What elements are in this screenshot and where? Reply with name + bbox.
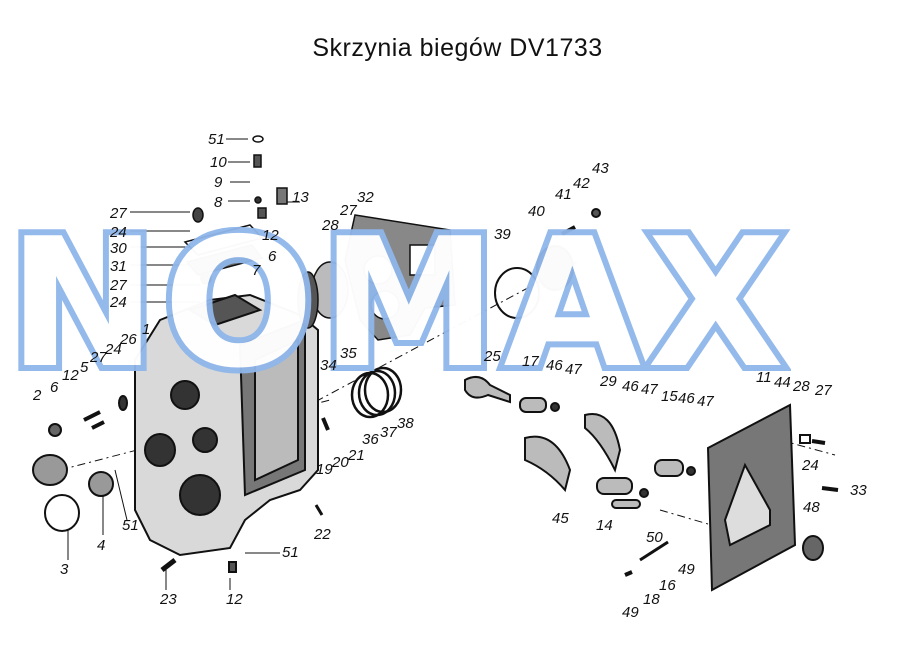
top-gasket (185, 244, 264, 276)
part-label: 48 (803, 499, 820, 516)
part-label: 17 (522, 353, 539, 370)
part-label: 3 (60, 561, 69, 578)
part-label: 51 (282, 544, 299, 561)
part-label: 22 (314, 526, 331, 543)
diagram-title: Skrzynia biegów DV1733 (312, 34, 603, 62)
part-label: 21 (348, 447, 365, 464)
part-label: 46 (546, 357, 563, 374)
part-label: 8 (214, 194, 223, 211)
bearing-cap (536, 245, 574, 291)
bearing-48 (802, 535, 824, 561)
part-label: 40 (528, 203, 545, 220)
part-label: 26 (120, 331, 137, 348)
part-label: 31 (110, 258, 127, 275)
part-label: 12 (262, 227, 279, 244)
part-label: 27 (340, 202, 357, 219)
part-label: 24 (110, 294, 127, 311)
part-label: 12 (226, 591, 243, 608)
part-label: 49 (678, 561, 695, 578)
part-label: 47 (641, 381, 658, 398)
part-label: 5 (80, 359, 89, 376)
part-label: 27 (815, 382, 832, 399)
part-label: 24 (110, 224, 127, 241)
part-label: 20 (332, 454, 349, 471)
part-label: 27 (110, 277, 127, 294)
flange-seal (297, 271, 319, 329)
part-label: 43 (592, 160, 609, 177)
part-label: 18 (643, 591, 660, 608)
part-label: 38 (397, 415, 414, 432)
part-label: 6 (50, 379, 59, 396)
top-cover (183, 224, 264, 256)
axis-line (299, 259, 581, 411)
part-label: 7 (252, 262, 261, 279)
part-label: 9 (214, 174, 223, 191)
part-label: 6 (268, 248, 277, 265)
part-label: 47 (697, 393, 714, 410)
part-label: 45 (552, 510, 569, 527)
part-label: 1 (142, 321, 151, 338)
part-label: 11 (756, 369, 772, 386)
part-label: 39 (494, 226, 511, 243)
part-label: 51 (208, 131, 225, 148)
watermark-fill: NOMAX (8, 200, 791, 407)
part-label: 42 (573, 175, 590, 192)
part-label: 32 (357, 189, 374, 206)
part-label: 33 (850, 482, 867, 499)
part-label: 46 (622, 378, 639, 395)
part-label: 50 (646, 529, 663, 546)
part-label: 13 (292, 189, 309, 206)
part-label: 2 (33, 387, 42, 404)
part-label: 14 (596, 517, 613, 534)
axis-line (659, 509, 781, 546)
part-label: 24 (802, 457, 819, 474)
part-label: 37 (380, 424, 397, 441)
part-label: 51 (122, 517, 139, 534)
part-label: 25 (484, 348, 501, 365)
part-label: 4 (97, 537, 106, 554)
part-label: 41 (555, 186, 572, 203)
part-label: 28 (322, 217, 339, 234)
part-label: 15 (661, 388, 678, 405)
part-label: 23 (160, 591, 177, 608)
part-label: 30 (110, 240, 127, 257)
part-label: 34 (320, 357, 337, 374)
shift-forks (464, 375, 696, 509)
part-label: 24 (105, 341, 122, 358)
part-label: 27 (90, 349, 107, 366)
side-cover (706, 403, 839, 592)
part-label: 47 (565, 361, 582, 378)
o-rings (350, 267, 540, 419)
part-label: 36 (362, 431, 379, 448)
part-label: 28 (793, 378, 810, 395)
part-label: 49 (622, 604, 639, 621)
watermark-logo: NOMAX (2, 200, 791, 407)
part-label: 27 (110, 205, 127, 222)
part-label: 12 (62, 367, 79, 384)
part-label: 35 (340, 345, 357, 362)
part-label: 46 (678, 390, 695, 407)
part-label: 29 (600, 373, 617, 390)
part-label: 16 (659, 577, 676, 594)
part-label: 10 (210, 154, 227, 171)
gearbox-housing (134, 293, 319, 557)
part-label: 44 (774, 374, 791, 391)
part-label: 19 (316, 461, 333, 478)
